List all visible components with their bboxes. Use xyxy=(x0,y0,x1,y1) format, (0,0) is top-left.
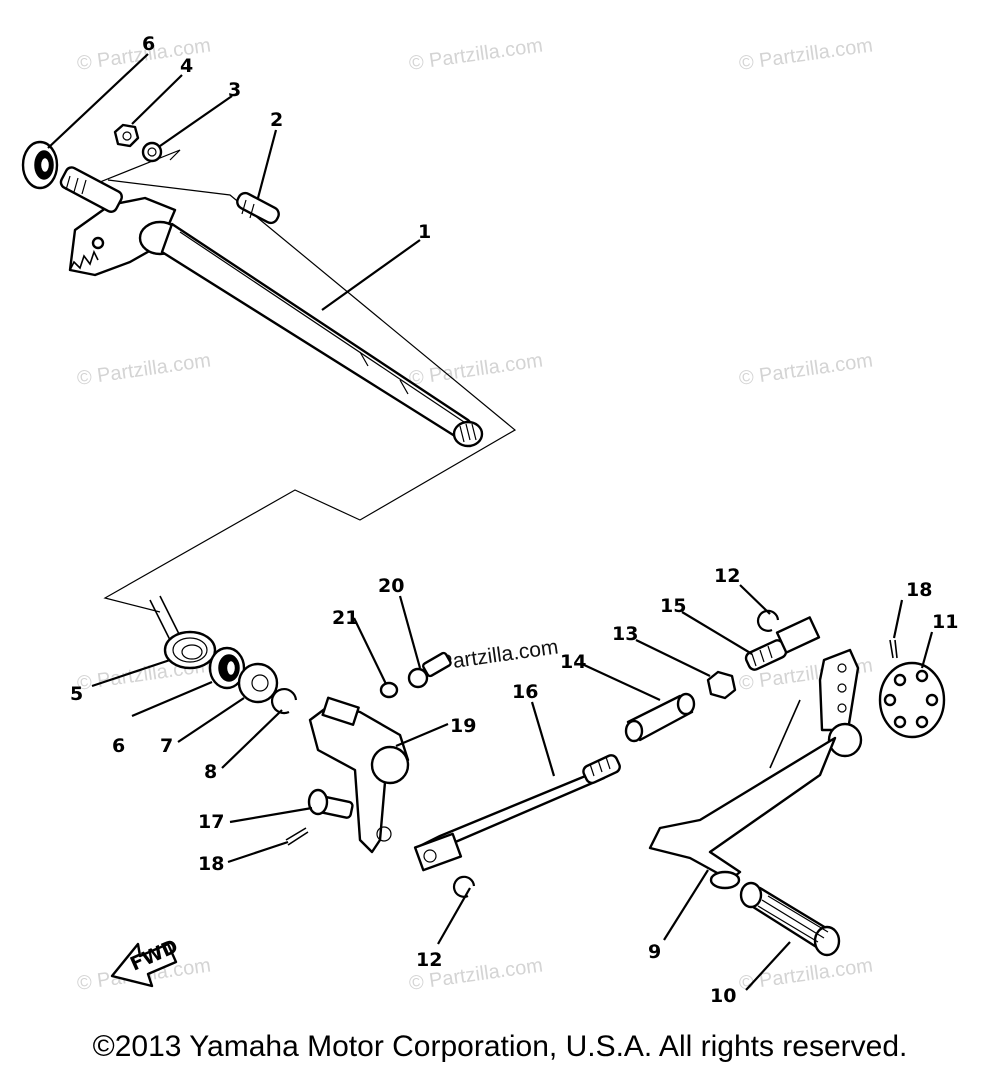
forward-arrow-icon: FWD xyxy=(110,935,181,988)
adjuster-part xyxy=(744,616,821,671)
callout-1: 1 xyxy=(418,221,431,243)
callout-18-right: 18 xyxy=(906,579,932,601)
callout-13: 13 xyxy=(612,623,638,645)
callout-6: 6 xyxy=(142,33,155,55)
spring-part xyxy=(149,595,217,670)
nut-part xyxy=(113,123,140,148)
watermark: © Partzilla.com xyxy=(738,34,875,75)
callout-7: 7 xyxy=(160,735,173,757)
callout-17: 17 xyxy=(198,811,224,833)
callout-5: 5 xyxy=(70,683,83,705)
watermark-layer: © Partzilla.com © Partzilla.com © Partzi… xyxy=(76,34,875,995)
oil-seal-part xyxy=(21,140,59,190)
watermark-dark: Partzilla.com xyxy=(437,635,559,675)
callout-12-upper: 12 xyxy=(714,565,740,587)
callout-4: 4 xyxy=(180,55,193,77)
washer-part xyxy=(141,141,163,163)
clip-upper-part xyxy=(756,609,780,632)
callout-14: 14 xyxy=(560,651,586,673)
sleeve-part xyxy=(624,692,696,743)
callouts: 6 4 3 2 1 5 6 7 8 11 18 12 15 13 14 16 2… xyxy=(70,33,958,1007)
callout-18-left: 18 xyxy=(198,853,224,875)
watermark: © Partzilla.com xyxy=(408,34,545,75)
callout-9: 9 xyxy=(648,941,661,963)
cover-plate-part xyxy=(878,661,946,739)
leader-lines xyxy=(47,53,934,991)
nut-right-part xyxy=(706,670,737,700)
shift-shaft-part xyxy=(59,166,484,448)
clip-lower-part xyxy=(452,875,476,898)
callout-11: 11 xyxy=(932,611,958,633)
bolt-part xyxy=(407,651,452,689)
callout-19: 19 xyxy=(450,715,476,737)
callout-12-lower: 12 xyxy=(416,949,442,971)
circlip-part xyxy=(270,687,298,715)
shift-arm-part xyxy=(308,696,410,854)
callout-6-lower: 6 xyxy=(112,735,125,757)
washer-small-part xyxy=(379,681,399,699)
callout-16: 16 xyxy=(512,681,538,703)
cotter-pin-right-part xyxy=(889,639,898,659)
watermark: © Partzilla.com xyxy=(738,954,875,995)
pin-part xyxy=(236,191,280,225)
callout-15: 15 xyxy=(660,595,686,617)
shift-rod-part xyxy=(413,754,621,872)
watermark: © Partzilla.com xyxy=(738,349,875,390)
callout-8: 8 xyxy=(204,761,217,783)
copyright-notice: ©2013 Yamaha Motor Corporation, U.S.A. A… xyxy=(92,1030,908,1063)
washer-lower-part xyxy=(237,662,279,704)
pedal-rubber-part xyxy=(739,881,841,957)
shift-pedal-part xyxy=(648,648,863,890)
watermark: © Partzilla.com xyxy=(408,349,545,390)
oil-seal-lower-part xyxy=(208,646,246,690)
callout-21: 21 xyxy=(332,607,358,629)
assembly-outline xyxy=(103,179,517,613)
callout-10: 10 xyxy=(710,985,736,1007)
callout-20: 20 xyxy=(378,575,404,597)
callout-2: 2 xyxy=(270,109,283,131)
cotter-pin-left-part xyxy=(285,827,309,846)
watermark: © Partzilla.com xyxy=(76,349,213,390)
callout-3: 3 xyxy=(228,79,241,101)
assembly-outline-upper xyxy=(79,149,181,191)
pivot-bolt-part xyxy=(307,788,354,819)
parts-diagram: © Partzilla.com © Partzilla.com © Partzi… xyxy=(21,33,958,1007)
